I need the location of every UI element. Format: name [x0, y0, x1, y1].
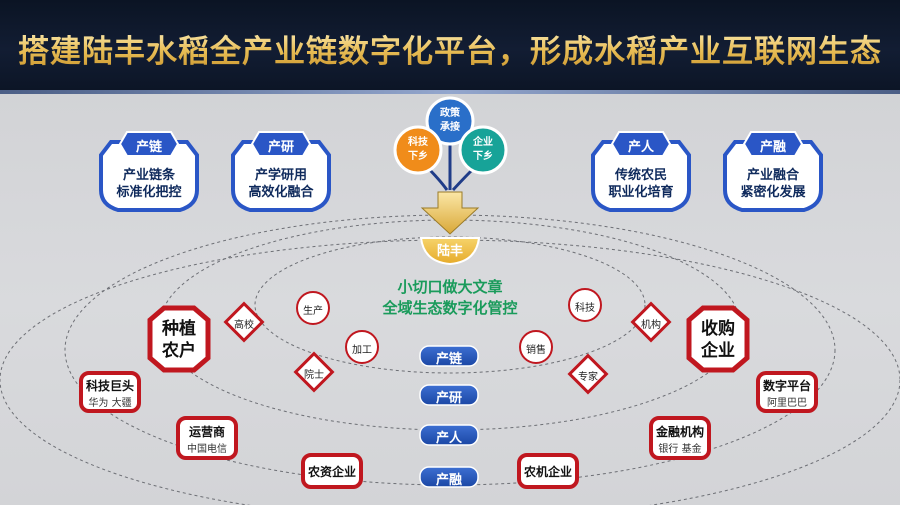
box-jinrong [649, 416, 711, 460]
node-shengchan-label: 生产 [303, 306, 323, 317]
badge-line2-chanlian: 标准化把控 [116, 185, 182, 200]
box-nongzi [301, 453, 363, 489]
hex-left [147, 305, 211, 373]
diamond-gaoxiao [223, 301, 265, 343]
diamond-yuanshi-label: 院士 [304, 370, 324, 381]
hex-right-line1: 收购 [701, 319, 735, 339]
circle-enterprise-line1: 企业 [473, 137, 493, 148]
header-divider [0, 90, 900, 94]
box-shuzi-pingtai-main: 数字平台 [762, 379, 811, 393]
badge-chanren [591, 131, 691, 212]
badge-line2-chanyan: 高效化融合 [248, 185, 314, 200]
box-shuzi-pingtai-sub: 阿里巴巴 [767, 398, 807, 409]
diamond-gaoxiao-label: 高校 [234, 320, 254, 331]
circle-tech-line2: 下乡 [408, 151, 428, 162]
box-keji-jutou [79, 371, 141, 413]
box-jinrong-main: 金融机构 [655, 425, 704, 439]
pill-chanrong [419, 466, 479, 488]
box-shuzi-pingtai [756, 371, 818, 413]
box-keji-jutou-main: 科技巨头 [85, 379, 134, 393]
core-text-line1: 小切口做大文章 [397, 278, 503, 296]
node-keji [568, 288, 602, 322]
outer-boxes [79, 371, 818, 489]
core-text-line2: 全域生态数字化管控 [382, 299, 518, 317]
node-jiagong [345, 330, 379, 364]
badge-tag-chanrong: 产融 [759, 140, 786, 155]
node-keji-label: 科技 [575, 303, 595, 314]
badge-tag-chanyan: 产研 [267, 140, 294, 155]
hex-left-line2: 农户 [162, 341, 196, 361]
circle-enterprise-line2: 下乡 [473, 151, 493, 162]
circle-policy-line2: 承接 [440, 122, 460, 133]
diamond-jigou-label: 机构 [641, 320, 661, 331]
node-shengchan [296, 291, 330, 325]
circle-enterprise [458, 125, 508, 175]
badge-tag-chanlian: 产链 [135, 140, 162, 155]
pill-chanyan [419, 384, 479, 406]
box-nongji [517, 453, 579, 489]
page-title: 搭建陆丰水稻全产业链数字化平台，形成水稻产业互联网生态 [0, 26, 900, 71]
badge-tag-chanren: 产人 [627, 140, 654, 155]
inner-nodes [296, 288, 602, 364]
box-nongji-main: 农机企业 [523, 465, 572, 479]
circle-tech [393, 125, 443, 175]
badge-line2-chanren: 职业化培育 [608, 185, 674, 200]
hex-right-line2: 企业 [701, 341, 735, 361]
diamond-jigou [630, 301, 672, 343]
node-xiaoshou-label: 销售 [526, 345, 546, 356]
pill-chanlian [419, 345, 479, 367]
box-nongzi-main: 农资企业 [307, 465, 356, 479]
pill-chanren [419, 424, 479, 446]
circle-policy-line1: 政策 [440, 108, 460, 119]
badges [99, 131, 823, 212]
diamond-zhuanjia [567, 353, 609, 395]
box-yunyingshang-sub: 中国电信 [187, 444, 227, 455]
circle-policy [425, 96, 475, 146]
box-yunyingshang-main: 运营商 [188, 425, 225, 439]
badge-chanrong [723, 131, 823, 212]
box-keji-jutou-sub: 华为 大疆 [88, 398, 132, 409]
badge-chanlian [99, 131, 199, 212]
badge-line1-chanlian: 产业链条 [122, 168, 175, 183]
badge-line1-chanren: 传统农民 [614, 168, 667, 183]
hex-nodes [147, 305, 750, 373]
ring-pills [419, 345, 479, 488]
header-bar: 搭建陆丰水稻全产业链数字化平台，形成水稻产业互联网生态 [0, 0, 900, 90]
circle-tech-line1: 科技 [408, 137, 428, 148]
bowl-label: 陆丰 [436, 244, 463, 259]
box-jinrong-sub: 银行 基金 [658, 444, 702, 455]
diamond-yuanshi [293, 351, 335, 393]
ring-label-chanren: 产人 [435, 431, 462, 446]
diamond-zhuanjia-label: 专家 [578, 372, 598, 383]
node-xiaoshou [519, 330, 553, 364]
hex-right [686, 305, 750, 373]
badge-chanyan [231, 131, 331, 212]
badge-line1-chanrong: 产业融合 [746, 168, 799, 183]
bowl [419, 237, 481, 266]
ring-label-chanrong: 产融 [435, 473, 462, 488]
box-yunyingshang [176, 416, 238, 460]
ring-label-chanlian: 产链 [435, 352, 462, 367]
node-jiagong-label: 加工 [352, 345, 372, 356]
top-circles [393, 96, 508, 175]
badge-line2-chanrong: 紧密化发展 [740, 185, 806, 200]
ring-label-chanyan: 产研 [435, 391, 462, 406]
badge-line1-chanyan: 产学研用 [254, 168, 307, 183]
hex-left-line1: 种植 [162, 319, 196, 339]
down-arrow [420, 191, 480, 235]
diamond-nodes [223, 301, 672, 395]
